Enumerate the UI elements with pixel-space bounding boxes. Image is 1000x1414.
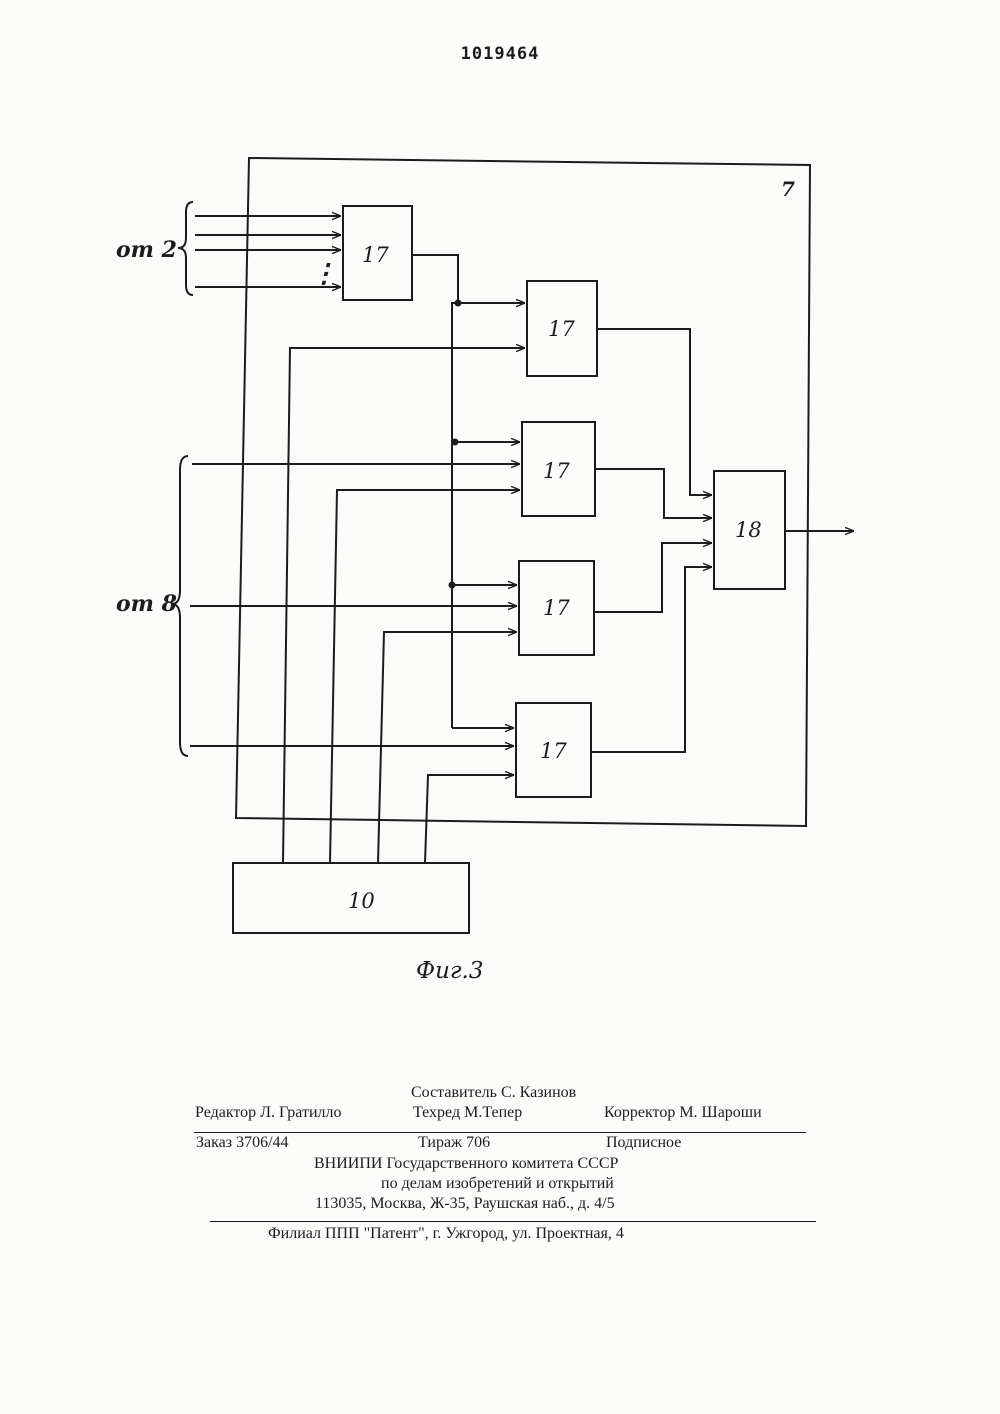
organization-line-2: по делам изобретений и открытий bbox=[381, 1175, 614, 1193]
imprint-rule-bottom bbox=[210, 1221, 816, 1222]
compiler-text: Составитель С. Казинов bbox=[411, 1084, 576, 1102]
organization-line-1: ВНИИПИ Государственного комитета СССР bbox=[314, 1155, 618, 1173]
corrector-text: Корректор М. Шароши bbox=[604, 1104, 762, 1122]
imprint-rule-top bbox=[194, 1132, 806, 1133]
tech-editor-text: Техред М.Тепер bbox=[413, 1104, 522, 1122]
circulation-text: Тираж 706 bbox=[418, 1134, 490, 1152]
editor-text: Редактор Л. Гратилло bbox=[195, 1104, 341, 1122]
branch-text: Филиал ППП "Патент", г. Ужгород, ул. Про… bbox=[268, 1225, 624, 1243]
subscription-text: Подписное bbox=[606, 1134, 681, 1152]
address-text: 113035, Москва, Ж-35, Раушская наб., д. … bbox=[315, 1195, 615, 1213]
order-text: Заказ 3706/44 bbox=[196, 1134, 289, 1152]
